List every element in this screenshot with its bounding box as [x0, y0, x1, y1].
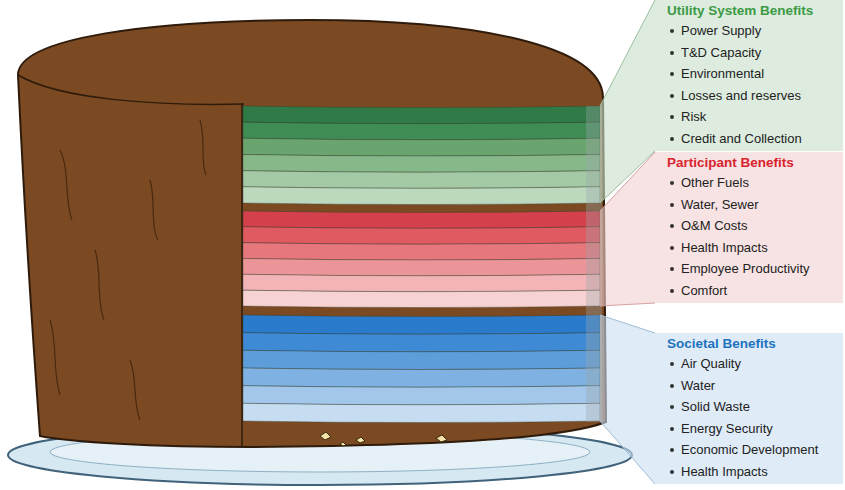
item-text: Health Impacts: [681, 464, 768, 479]
benefit-item: Losses and reserves: [667, 85, 837, 107]
benefit-item: Water: [667, 375, 837, 397]
cake-layer: [243, 171, 600, 189]
cake-layer: [243, 227, 600, 244]
cake-crumbs: [320, 432, 447, 446]
item-text: Employee Productivity: [681, 261, 810, 276]
benefit-panel: Participant BenefitsOther FuelsWater, Se…: [655, 152, 843, 303]
benefit-item: Water, Sewer: [667, 194, 837, 216]
item-text: Air Quality: [681, 356, 741, 371]
panel-heading: Utility System Benefits: [667, 2, 837, 20]
item-text: Solid Waste: [681, 399, 750, 414]
item-text: Other Fuels: [681, 175, 749, 190]
bullet-dot: [670, 448, 674, 452]
benefit-item: Economic Development: [667, 439, 837, 461]
benefit-item: Health Impacts: [667, 461, 837, 483]
bullet-dot: [670, 115, 674, 119]
panel-heading: Societal Benefits: [667, 335, 837, 353]
benefit-item: Employee Productivity: [667, 258, 837, 280]
item-text: Losses and reserves: [681, 88, 801, 103]
heading-text: Societal Benefits: [667, 336, 776, 351]
cake-layer: [243, 106, 600, 124]
cake-layer: [243, 315, 600, 334]
bullet-dot: [670, 246, 674, 250]
bullet-dot: [670, 224, 674, 228]
heading-text: Utility System Benefits: [667, 3, 813, 18]
item-text: Credit and Collection: [681, 131, 802, 146]
cake-top-edge: [18, 75, 244, 104]
panel-heading: Participant Benefits: [667, 154, 837, 172]
benefit-item: Comfort: [667, 280, 837, 302]
benefit-item: Credit and Collection: [667, 128, 837, 150]
cake-layer: [243, 211, 600, 228]
benefit-panel: Societal BenefitsAir QualityWaterSolid W…: [655, 333, 843, 484]
benefit-item: T&D Capacity: [667, 42, 837, 64]
cake-layer: [243, 386, 600, 405]
frosting-texture: [50, 120, 206, 420]
benefit-item: Risk: [667, 106, 837, 128]
item-text: O&M Costs: [681, 218, 747, 233]
callout-wedge: [600, 152, 655, 306]
item-text: Health Impacts: [681, 240, 768, 255]
item-text: Environmental: [681, 66, 764, 81]
bullet-dot: [670, 137, 674, 141]
cake-layer: [243, 333, 600, 352]
bullet-dot: [670, 405, 674, 409]
bullet-dot: [670, 94, 674, 98]
heading-text: Participant Benefits: [667, 155, 794, 170]
benefit-item: Energy Security: [667, 418, 837, 440]
cake-cut-edge: [241, 104, 243, 446]
benefit-item: Environmental: [667, 63, 837, 85]
bullet-dot: [670, 362, 674, 366]
benefit-item: Air Quality: [667, 353, 837, 375]
benefit-item: Health Impacts: [667, 237, 837, 259]
bullet-dot: [670, 470, 674, 474]
item-text: Energy Security: [681, 421, 773, 436]
bullet-dot: [670, 29, 674, 33]
benefit-item: Solid Waste: [667, 396, 837, 418]
cake-layer: [243, 350, 600, 369]
bullet-dot: [670, 203, 674, 207]
callout-wedge: [600, 315, 655, 484]
bullet-dot: [670, 289, 674, 293]
cake-layer: [243, 138, 600, 156]
wedge-line: [600, 315, 655, 484]
item-text: Risk: [681, 109, 706, 124]
item-text: T&D Capacity: [681, 45, 761, 60]
item-text: Water: [681, 378, 715, 393]
bullet-dot: [670, 51, 674, 55]
cake-layer: [243, 259, 600, 276]
item-text: Water, Sewer: [681, 197, 759, 212]
cut-end-shade: [586, 106, 602, 422]
benefit-item: Power Supply: [667, 20, 837, 42]
bullet-dot: [670, 181, 674, 185]
cake-layer: [243, 187, 600, 205]
cake-layer: [243, 368, 600, 387]
cake-layer: [243, 243, 600, 260]
item-text: Comfort: [681, 283, 727, 298]
bullet-dot: [670, 427, 674, 431]
item-text: Economic Development: [681, 442, 818, 457]
cake-layer: [243, 274, 600, 291]
cake-layer: [243, 403, 600, 422]
cake-layer: [243, 155, 600, 173]
bullet-dot: [670, 384, 674, 388]
bullet-dot: [670, 267, 674, 271]
benefit-item: O&M Costs: [667, 215, 837, 237]
bullet-dot: [670, 72, 674, 76]
benefit-panel: Utility System BenefitsPower SupplyT&D C…: [655, 0, 843, 151]
wedge-line: [600, 152, 655, 306]
item-text: Power Supply: [681, 23, 761, 38]
cake-body: [18, 20, 606, 447]
cake-layer: [243, 290, 600, 307]
cake-layer: [243, 122, 600, 140]
benefit-item: Other Fuels: [667, 172, 837, 194]
